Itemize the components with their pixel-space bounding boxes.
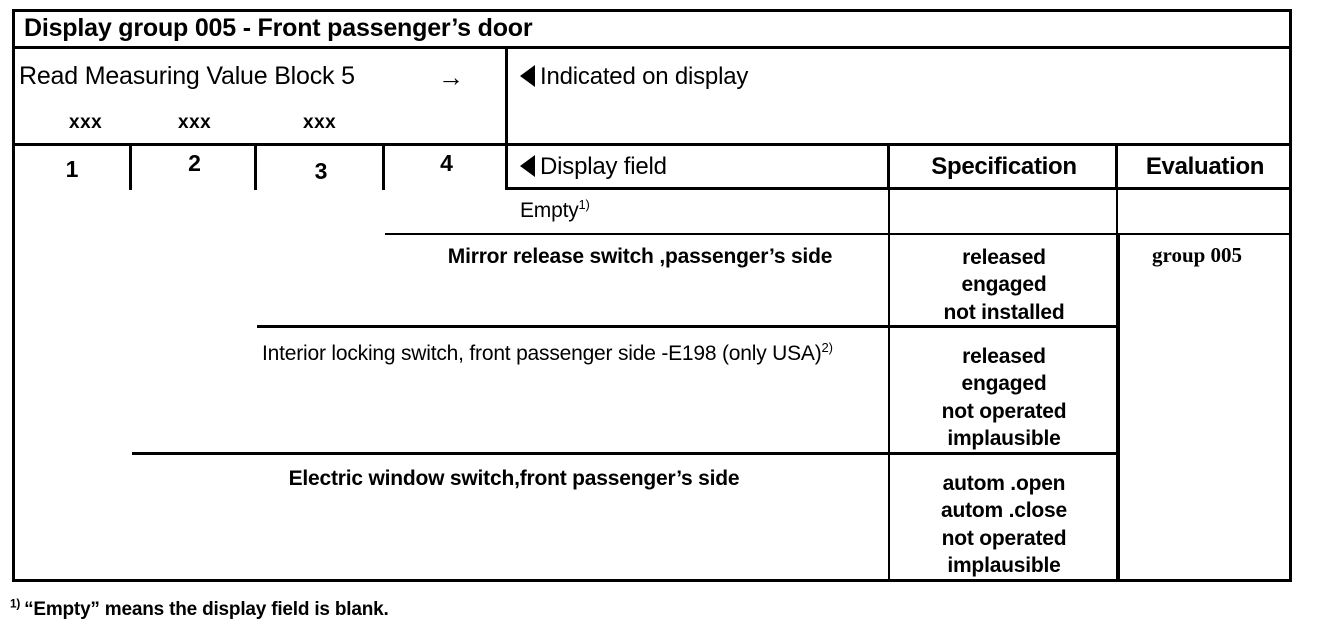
table-outer-frame xyxy=(12,9,1292,582)
row-empty-display-field: Empty1) xyxy=(520,197,590,222)
arrow-right-icon: → xyxy=(438,62,464,92)
row-mirror-evaluation: group 005 xyxy=(1152,243,1243,267)
col-header-1-label: 1 xyxy=(65,156,79,182)
read-measuring-value-label: Read Measuring Value Block 5 xyxy=(19,62,355,90)
evaluation-header-label: Evaluation xyxy=(1145,153,1265,180)
spec-item: released xyxy=(962,246,1046,269)
row-mirror-specification: released engaged not installed xyxy=(890,244,1118,326)
row-empty-display-field-cell xyxy=(385,190,890,235)
spec-item: not operated xyxy=(941,526,1067,550)
row-interior-display-field: Interior locking switch, front passenger… xyxy=(262,341,880,367)
row-window-specification-cell xyxy=(890,455,1118,582)
row-mirror-display-field-cell xyxy=(257,235,890,328)
footnote-1-text: “Empty” means the display field is blank… xyxy=(24,599,389,620)
evaluation-column-body xyxy=(1118,235,1292,582)
triangle-left-icon-2 xyxy=(520,155,535,177)
col-header-2-label: 2 xyxy=(188,150,201,176)
row-interior-specification-cell xyxy=(890,328,1118,455)
row-interior-display-field-cell xyxy=(132,328,890,455)
spec-item: not operated xyxy=(941,399,1067,423)
row-interior-text: Interior locking switch, front passenger… xyxy=(262,342,822,365)
spec-item: autom .open xyxy=(942,472,1066,495)
specification-header-label: Specification xyxy=(931,153,1077,180)
indicated-on-display-row: Indicated on display xyxy=(520,65,748,89)
row-window-display-field-cell xyxy=(12,455,890,582)
indicated-on-display-band xyxy=(508,49,1292,146)
read-measuring-value-box xyxy=(12,49,508,146)
col-header-2 xyxy=(132,146,257,190)
col-header-specification xyxy=(890,146,1118,190)
display-field-header-row: Display field xyxy=(520,155,667,179)
col-header-4-label: 4 xyxy=(440,150,453,176)
placeholder-xxx-3: xxx xyxy=(303,112,337,133)
row-mirror-specification-cell xyxy=(890,235,1118,328)
row-empty-specification-cell xyxy=(890,190,1118,235)
row-empty-evaluation-cell xyxy=(1118,190,1292,235)
row-interior-specification: released engaged not operated implausibl… xyxy=(890,343,1118,452)
spec-item: implausible xyxy=(947,426,1061,450)
page-title: Display group 005 - Front passenger’s do… xyxy=(24,14,533,42)
spec-item: engaged xyxy=(961,273,1047,297)
row-empty-text: Empty xyxy=(520,199,579,222)
title-bar xyxy=(12,9,1292,49)
display-field-header-label: Display field xyxy=(540,153,667,180)
col-header-3-label: 3 xyxy=(314,158,328,184)
col-header-evaluation xyxy=(1118,146,1292,190)
indicated-on-display-label: Indicated on display xyxy=(540,63,749,90)
triangle-left-icon xyxy=(520,65,535,87)
row-window-specification: autom .open autom .close not operated im… xyxy=(890,470,1118,579)
col-header-display-field xyxy=(508,146,890,190)
spec-item: engaged xyxy=(961,372,1047,396)
row-mirror-display-field: Mirror release switch ,passenger’s side xyxy=(447,245,833,268)
col-header-4 xyxy=(385,146,508,190)
placeholder-xxx-1: xxx xyxy=(69,112,103,133)
row-window-display-field: Electric window switch,front passenger’s… xyxy=(288,467,740,490)
footnote-1: 1)“Empty” means the display field is bla… xyxy=(10,597,389,620)
row-interior-footnote-marker: 2) xyxy=(821,340,833,355)
spec-item: released xyxy=(962,345,1046,368)
placeholder-xxx-2: xxx xyxy=(178,112,212,133)
spec-item: autom .close xyxy=(941,499,1067,523)
spec-item: not installed xyxy=(943,300,1065,324)
row-empty-footnote-marker: 1) xyxy=(578,197,590,212)
col-header-1 xyxy=(12,146,132,190)
col-header-3 xyxy=(257,146,385,190)
spec-item: implausible xyxy=(947,553,1061,577)
footnote-1-marker: 1) xyxy=(10,597,21,611)
